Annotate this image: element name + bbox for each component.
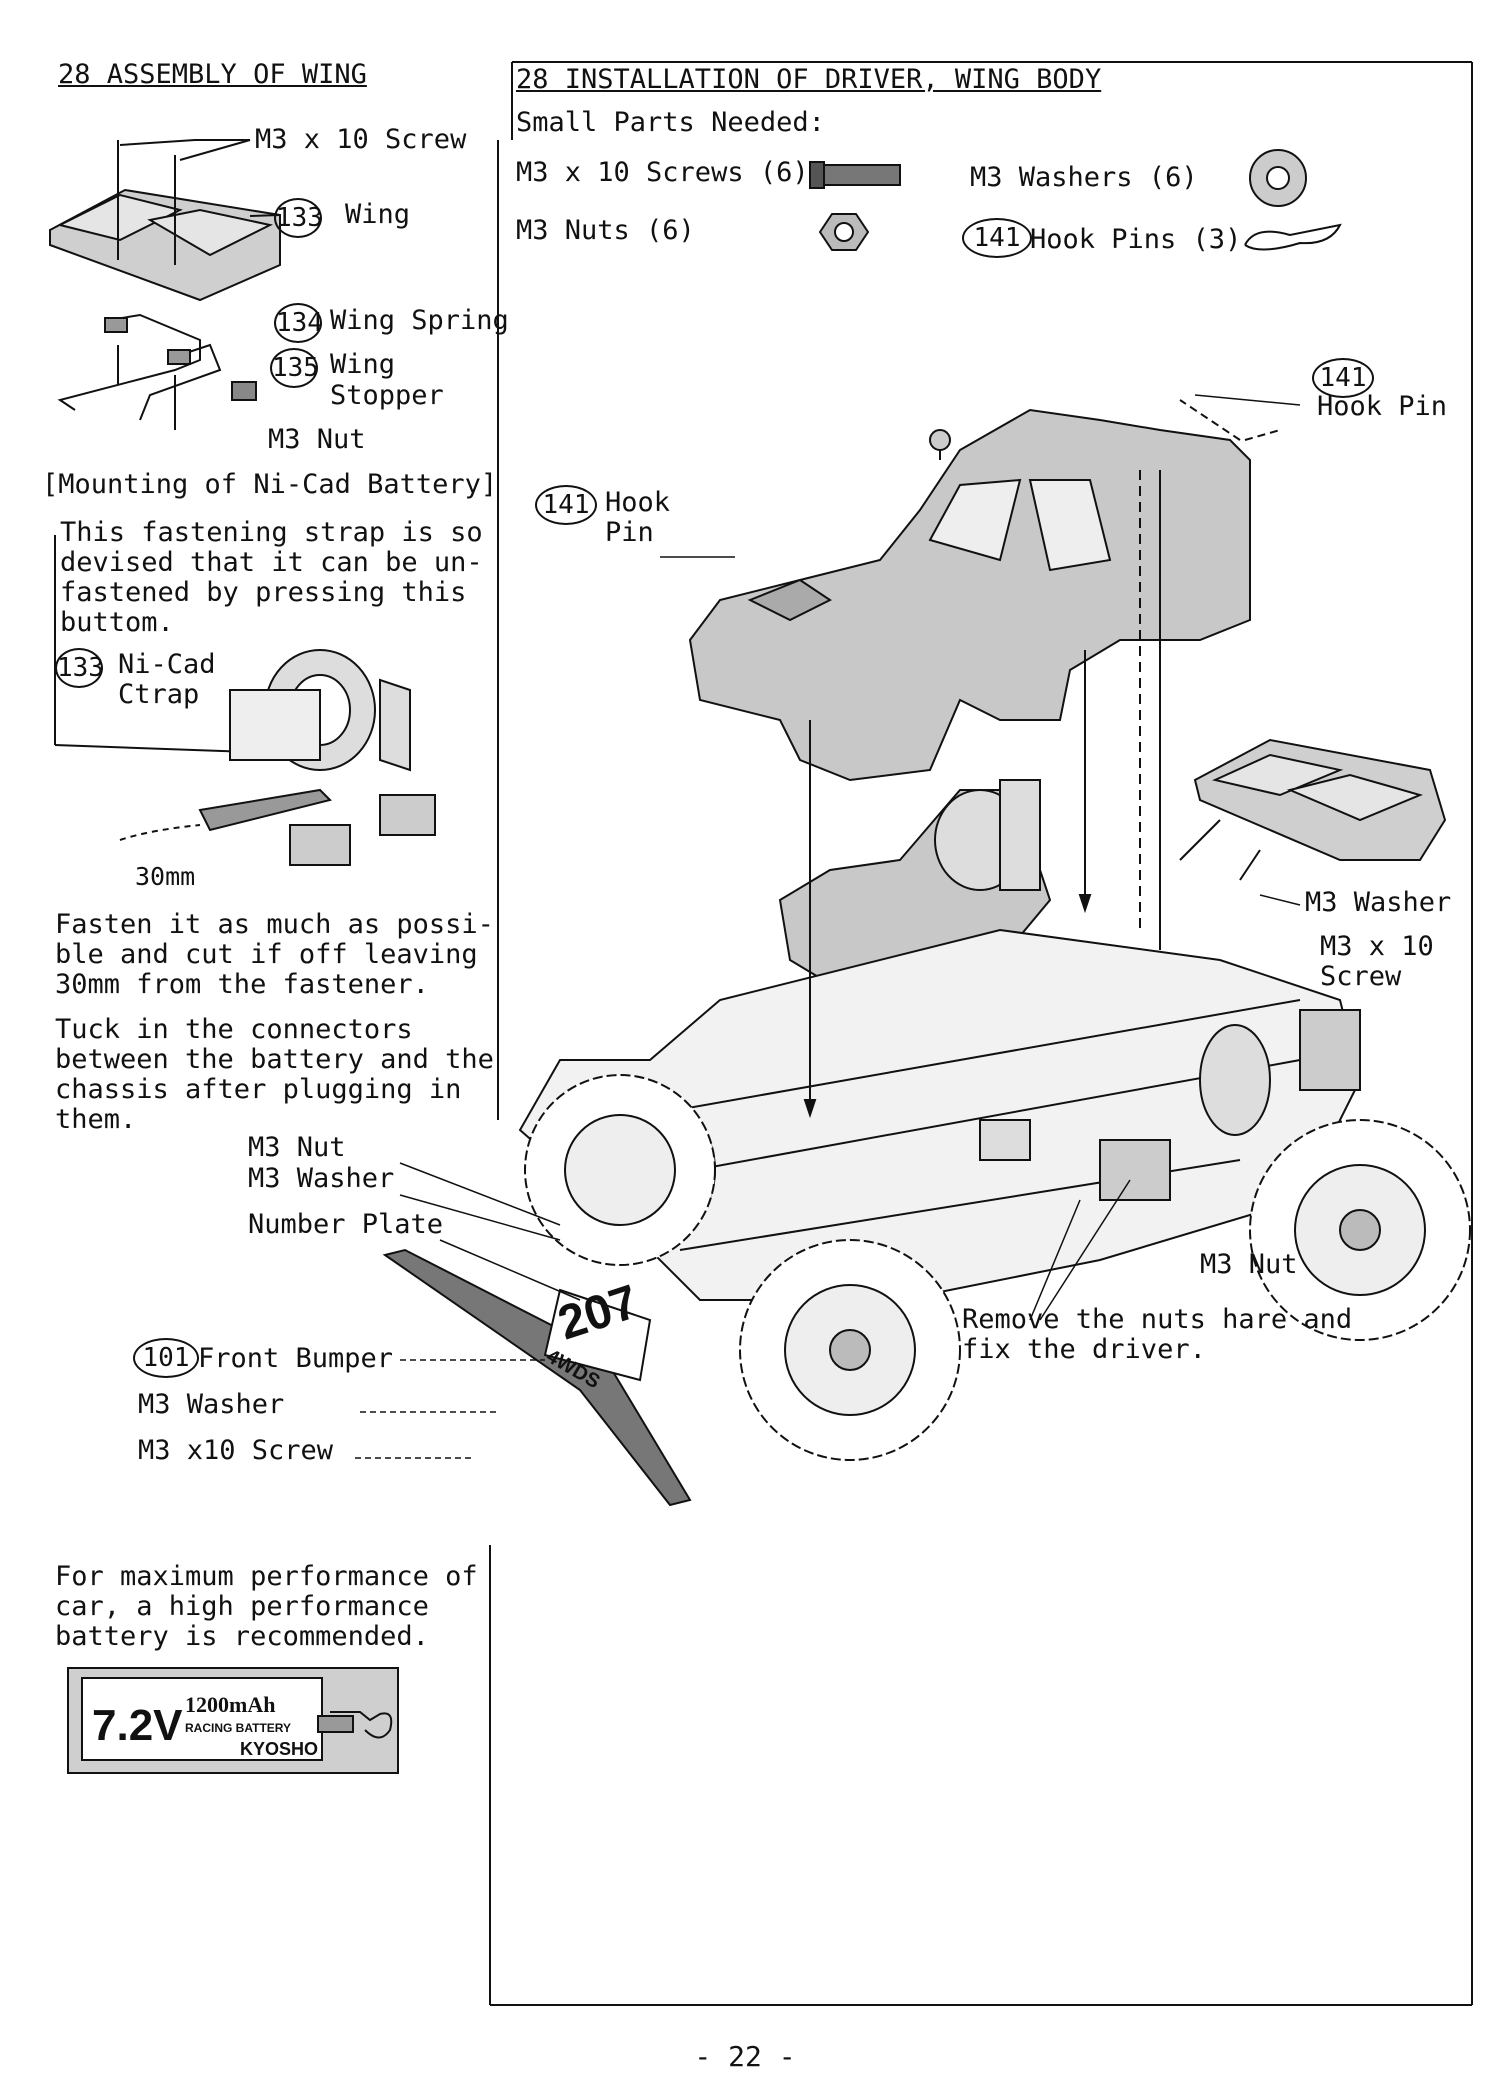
parts-hook-pin-number: 141 [962, 218, 1032, 258]
battery-maker: KYOSHO [240, 1739, 318, 1759]
battery-pack-drawing [67, 1667, 399, 1774]
battery-capacity: 1200mAh [185, 1692, 275, 1717]
bumper-washer-label: M3 Washer [138, 1389, 285, 1420]
wheel [524, 1074, 716, 1266]
hook-pin-left-label-1: Hook [605, 487, 671, 518]
battery-type: RACING BATTERY [185, 1721, 291, 1735]
page-number: - 22 - [694, 2040, 796, 2073]
parts-drawings [809, 149, 1342, 251]
rear-screw-label: M3 x 10 Screw [1320, 931, 1434, 992]
wing-screw-label: M3 x 10 Screw [255, 124, 467, 155]
leader-lines [355, 394, 1301, 1459]
wing-assembly-drawing [49, 139, 281, 430]
parts-hook-pins: Hook Pins (3) [1030, 224, 1242, 255]
wing-nut-label: M3 Nut [268, 424, 366, 455]
parts-washers: M3 Washers (6) [970, 162, 1198, 193]
front-nut-label: M3 Nut [248, 1132, 346, 1163]
hook-pin-left-label-2: Pin [605, 517, 654, 548]
battery-voltage: 7.2V [92, 1701, 183, 1750]
performance-note: For maximum performance of car, a high p… [55, 1561, 478, 1652]
strap-part-number: 133 [55, 648, 104, 688]
parts-heading: Small Parts Needed: [516, 107, 825, 138]
chassis-drawing [518, 928, 1471, 1461]
bumper-drawing [382, 1248, 692, 1507]
installation-title: 28 INSTALLATION OF DRIVER, WING BODY [516, 64, 1102, 95]
hook-pin-number: 141 [1312, 358, 1374, 398]
hook-pin-label: Hook Pin [1317, 391, 1448, 422]
rear-wing-drawing [1179, 738, 1447, 881]
parts-nuts: M3 Nuts (6) [516, 215, 695, 246]
wheel [739, 1239, 961, 1461]
assembly-arrows [803, 399, 1281, 1119]
fasten-instructions: Fasten it as much as possi- ble and cut … [55, 909, 494, 1000]
wing-label: Wing [345, 199, 411, 230]
wing-part-number: 133 [274, 198, 323, 238]
number-plate-label: Number Plate [248, 1209, 444, 1240]
battery-strap-drawing [54, 535, 436, 866]
strap-description: This fastening strap is so devised that … [60, 517, 483, 638]
hook-pin-left-number: 141 [535, 485, 597, 525]
wing-stopper-number: 135 [270, 348, 319, 388]
strap-label: Ni-Cad Ctrap [118, 649, 216, 710]
bumper-screw-label: M3 x10 Screw [138, 1435, 334, 1466]
tuck-instructions: Tuck in the connectors between the batte… [55, 1014, 494, 1135]
front-washer-label: M3 Washer [248, 1163, 395, 1194]
rear-washer-label: M3 Washer [1305, 887, 1452, 918]
wheel [1249, 1119, 1471, 1341]
strap-measure: 30mm [135, 862, 196, 891]
battery-mounting-title: [Mounting of Ni-Cad Battery] [42, 469, 498, 500]
wing-stopper-label-2: Stopper [330, 380, 444, 411]
remove-nuts-instruction: Remove the nuts hare and fix the driver. [962, 1304, 1353, 1365]
wing-assembly-title: 28 ASSEMBLY OF WING [58, 59, 367, 90]
rear-nut-label: M3 Nut [1200, 1249, 1298, 1280]
wing-spring-number: 134 [274, 303, 323, 343]
front-bumper-number: 101 [133, 1338, 199, 1378]
wing-stopper-label-1: Wing [330, 349, 396, 380]
wing-spring-label: Wing Spring [330, 305, 509, 336]
parts-screws: M3 x 10 Screws (6) [516, 157, 809, 188]
front-bumper-label: Front Bumper [198, 1343, 394, 1374]
body-shell-drawing [688, 408, 1251, 782]
